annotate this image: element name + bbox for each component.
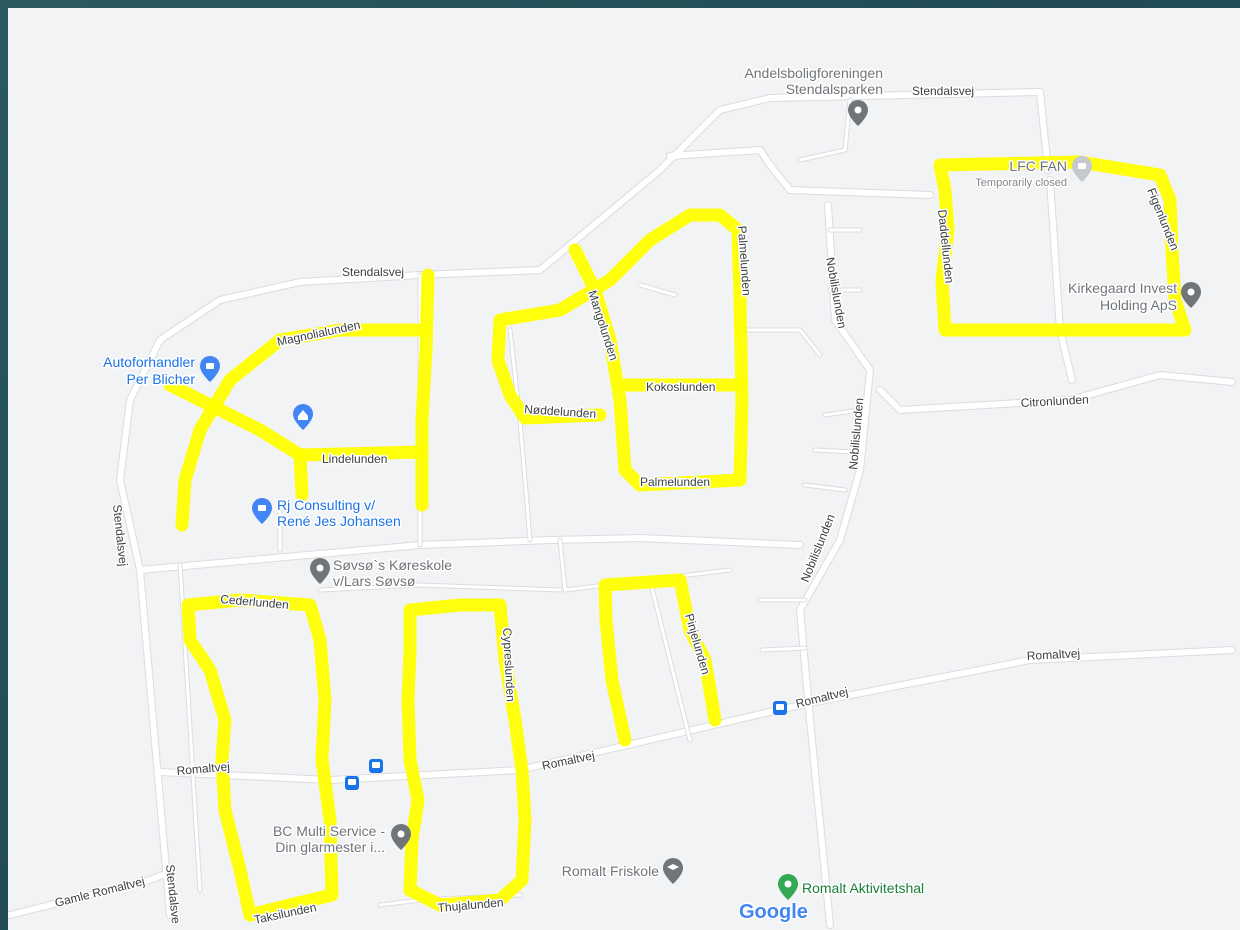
bus-stop-icon[interactable] xyxy=(369,759,383,773)
highlight-pinjelunden xyxy=(598,573,722,747)
street-label: Kokoslunden xyxy=(646,380,715,394)
poi-bc-line2[interactable]: Din glarmester i... xyxy=(274,838,387,857)
shopping-bag-pin-icon[interactable] xyxy=(252,498,272,524)
street-label: Stendalsvej xyxy=(912,84,974,98)
street-label: Magnolialunden xyxy=(276,318,362,349)
poi-markers xyxy=(200,100,1201,900)
street-label: Mangolunden xyxy=(585,289,621,363)
street-label: Cypreslunden xyxy=(500,627,518,702)
highlighted-routes xyxy=(163,155,1192,922)
street-label: Cederlunden xyxy=(220,592,290,612)
poi-autoforhandler-line2[interactable]: Per Blicher xyxy=(125,370,197,389)
green-pin-icon[interactable] xyxy=(778,874,798,900)
shopping-bag-pin-icon[interactable] xyxy=(1072,156,1092,182)
highlight-magnolia-lindelunden xyxy=(175,323,427,532)
poi-autoforhandler-line1[interactable]: Autoforhandler xyxy=(102,353,197,372)
street-label: Palmelunden xyxy=(640,475,710,489)
street-label: Citronlunden xyxy=(1020,392,1089,410)
street-label: Gamle Romaltvej xyxy=(53,874,146,910)
poi-andelsbolig-line2[interactable]: Stendalsparken xyxy=(784,80,884,99)
highlight-magnolia-diagonal xyxy=(163,378,427,462)
school-pin-icon[interactable] xyxy=(663,858,683,884)
poi-lfc-fan[interactable]: LFC FAN xyxy=(1008,157,1069,176)
map-pin-icon[interactable] xyxy=(391,824,411,850)
bus-stop-icon[interactable] xyxy=(773,701,787,715)
map-pin-icon[interactable] xyxy=(310,558,330,584)
street-label: Romaltvej xyxy=(1026,646,1080,663)
highlight-vertical-420 xyxy=(415,268,435,512)
poi-friskole[interactable]: Romalt Friskole xyxy=(560,862,660,881)
street-label: Stendalsvej xyxy=(342,265,404,279)
street-label: Lindelunden xyxy=(322,452,387,466)
highlight-mangolunden-loop xyxy=(491,208,749,492)
map-pin-icon[interactable] xyxy=(848,100,868,126)
poi-aktivitetshal[interactable]: Romalt Aktivitetshal xyxy=(801,879,926,898)
poi-rj-line1[interactable]: Rj Consulting v/ xyxy=(276,496,377,515)
poi-sovso-line2[interactable]: v/Lars Søvsø xyxy=(332,572,418,591)
map-canvas[interactable]: Stendalsvej Stendalsvej Stendalsvej Sten… xyxy=(8,8,1240,930)
street-label: Pinjelunden xyxy=(682,612,713,676)
poi-labels: Andelsboligforeningen Stendalsparken LFC… xyxy=(102,64,1179,898)
highlight-cypreslunden-loop xyxy=(401,598,532,912)
road-network xyxy=(8,88,1236,929)
poi-lfc-status: Temporarily closed xyxy=(975,177,1067,189)
street-label: Nøddelunden xyxy=(524,402,597,421)
street-label: Romaltvej xyxy=(794,684,849,710)
poi-kirkegaard-line2[interactable]: Holding ApS xyxy=(1098,296,1178,315)
shopping-bag-pin-icon[interactable] xyxy=(200,356,220,382)
street-label: Palmelunden xyxy=(735,225,754,296)
highlight-cederlunden-loop xyxy=(181,593,339,922)
poi-bc-line1[interactable]: BC Multi Service - xyxy=(271,822,386,841)
street-label: Romaltvej xyxy=(541,748,596,773)
poi-kirkegaard-line1[interactable]: Kirkegaard Invest xyxy=(1067,279,1179,298)
highlight-daddellunden-loop xyxy=(933,155,1192,337)
bus-stop-icon[interactable] xyxy=(345,776,359,790)
poi-rj-line2[interactable]: René Jes Johansen xyxy=(276,512,403,531)
poi-andelsbolig-line1[interactable]: Andelsboligforeningen xyxy=(743,64,885,83)
poi-sovso-line1[interactable]: Søvsø`s Køreskole xyxy=(332,556,454,575)
street-label: Nobilislunden xyxy=(823,256,849,329)
home-pin-icon[interactable] xyxy=(293,404,313,430)
google-logo: Google xyxy=(739,901,808,923)
map-pin-icon[interactable] xyxy=(1181,282,1201,308)
highlight-short-spur xyxy=(293,448,309,502)
street-label: Romaltvej xyxy=(176,759,230,778)
